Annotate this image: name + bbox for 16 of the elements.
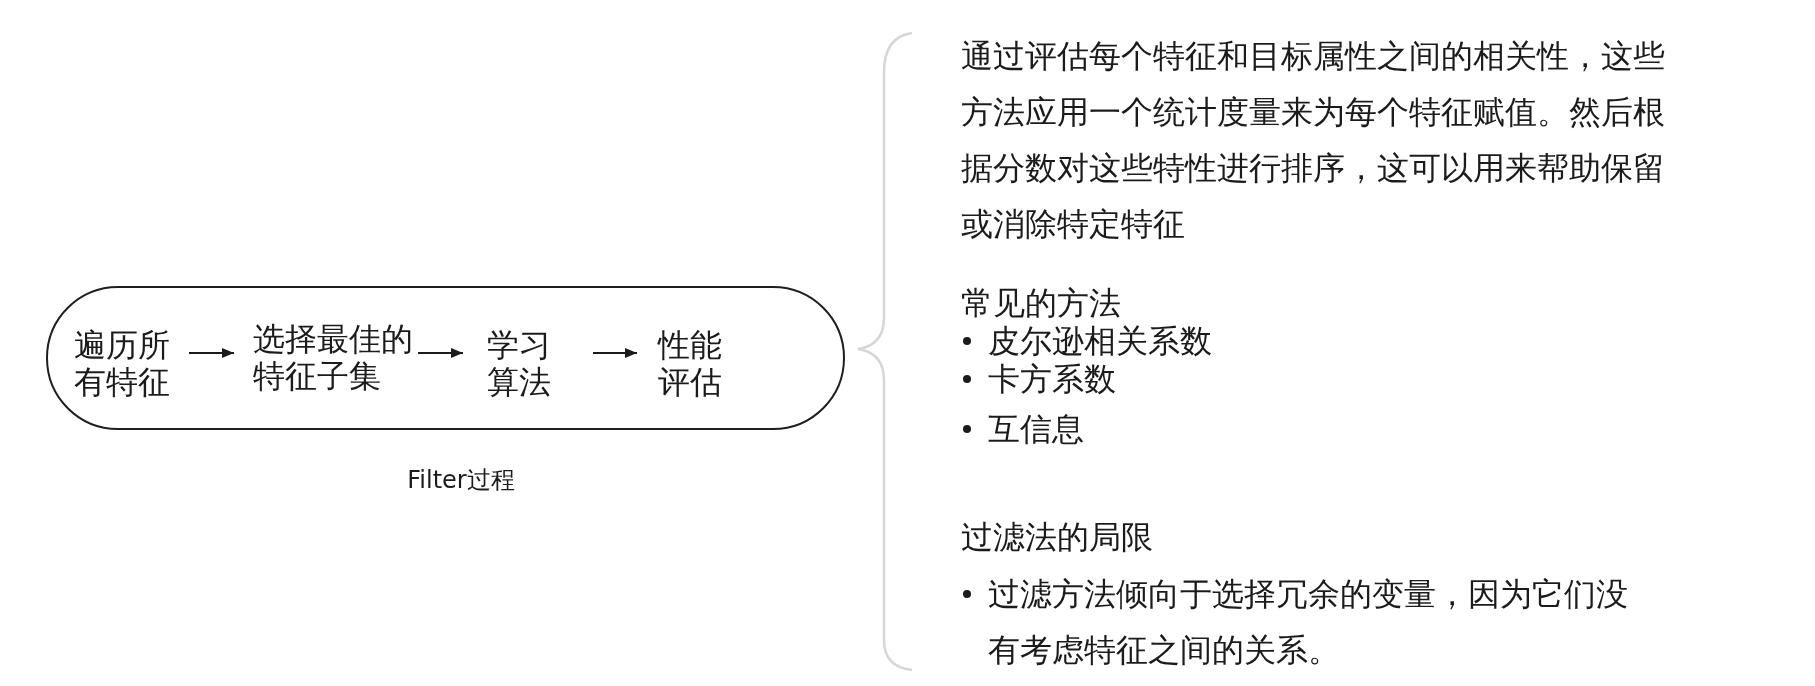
arrow	[417, 348, 464, 358]
step-label: 性能评估	[658, 327, 723, 401]
list-item: 卡方系数	[988, 359, 1116, 399]
rounded-frame	[46, 286, 845, 430]
arrow	[592, 348, 638, 358]
step-label: 选择最佳的特征子集	[253, 321, 414, 395]
arrow	[188, 348, 235, 358]
list-item: 皮尔逊相关系数	[988, 321, 1212, 361]
section-heading: 常见的方法	[961, 283, 1121, 323]
step-label: 学习算法	[487, 327, 552, 401]
description-paragraph: 通过评估每个特征和目标属性之间的相关性，这些方法应用一个统计度量来为每个特征赋值。然后根据分数对这些特性进行排序，这可以用来帮助保留或消除特定特征	[961, 36, 1666, 245]
list-item: 互信息	[988, 409, 1084, 449]
caption: Filter过程	[407, 466, 515, 494]
step-label: 遍历所有特征	[74, 327, 171, 401]
section-heading: 过滤法的局限	[961, 517, 1153, 557]
list-item: 过滤方法倾向于选择冗余的变量，因为它们没有考虑特征之间的关系。	[988, 574, 1629, 671]
